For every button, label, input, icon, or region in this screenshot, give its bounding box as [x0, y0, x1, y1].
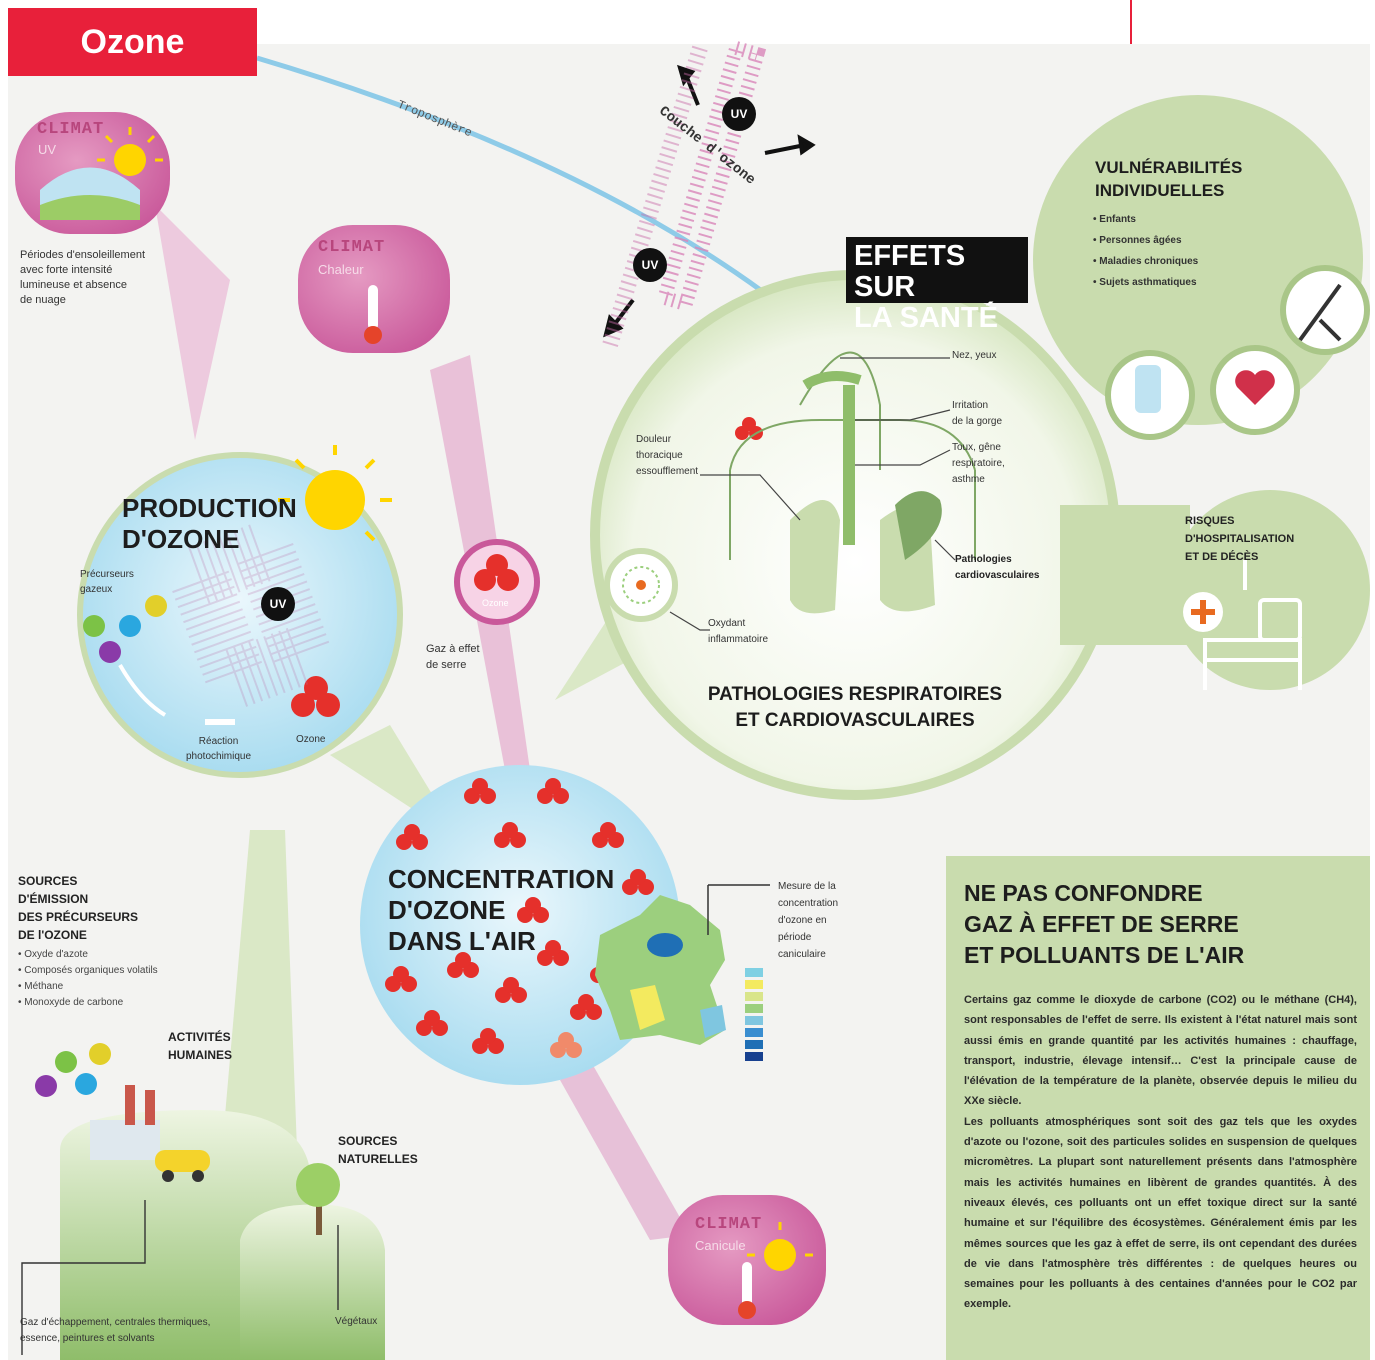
- heart-organ-icon: [895, 491, 942, 560]
- nose-label: Nez, yeux: [952, 350, 997, 361]
- thermometer-icon: [364, 285, 382, 344]
- uv-beam-top: [655, 39, 767, 313]
- human-leader-line: [21, 1200, 146, 1355]
- hospital-bed-icon: [1203, 560, 1302, 690]
- uv-badge: UV: [722, 97, 756, 131]
- uv-stipple-production: [159, 512, 341, 718]
- inhaler-icon: [1135, 365, 1161, 413]
- factory-icon: [90, 1085, 160, 1160]
- cone-canicule: [560, 1060, 690, 1240]
- page-title: Ozone: [8, 8, 257, 76]
- ozone-label: Ozone: [296, 734, 326, 745]
- thermometer-icon-canicule: [738, 1262, 756, 1319]
- reaction-arrow: [118, 664, 167, 717]
- uv-arrows: [603, 64, 816, 338]
- trachea-icon: [843, 385, 855, 545]
- hill-natural: [240, 1204, 385, 1360]
- climat-chaleur-sub: Chaleur: [318, 262, 364, 277]
- molecule-icon: [55, 1051, 77, 1073]
- climat-uv-sub: UV: [38, 142, 57, 157]
- climat-canicule-blob: [668, 1195, 826, 1325]
- uv-badge: UV: [633, 248, 667, 282]
- left-lung-icon: [790, 500, 840, 614]
- walker-icon: [1298, 283, 1342, 342]
- sources-list: Oxyde d'azoteComposés organiques volatil…: [18, 947, 157, 1011]
- climat-canicule-heading: CLIMAT: [695, 1215, 763, 1234]
- climat-canicule-sub: Canicule: [695, 1238, 746, 1253]
- map-high-zone: [647, 933, 683, 957]
- notebox-paragraph-2: Les polluants atmosphériques sont soit d…: [964, 1115, 1357, 1311]
- molecule-icon: [89, 1043, 111, 1065]
- ozone-molecule-badge-icon: [474, 554, 519, 591]
- molecule-icon: [119, 615, 141, 637]
- health-leader-lines: [669, 357, 956, 631]
- walker-icon-bg: [1280, 265, 1370, 355]
- notebox-text: Certains gaz comme le dioxyde de carbone…: [964, 990, 1357, 1315]
- sun-icon-production: [278, 445, 392, 542]
- molecule-icon: [145, 595, 167, 617]
- oxidant-icon: [622, 566, 660, 604]
- tree-icon: [296, 1163, 340, 1235]
- heart-icon: [1235, 370, 1275, 405]
- ozone-molecule-scatter: [385, 778, 654, 1058]
- vulnerabilities-list: EnfantsPersonnes âgéesMaladies chronique…: [1093, 209, 1198, 293]
- molecule-icon: [75, 1073, 97, 1095]
- hospital-cross-icon: [1191, 600, 1215, 624]
- molecule-icon: [99, 641, 121, 663]
- sun-icon-canicule: [747, 1222, 813, 1271]
- ozone-molecule-icon: [291, 676, 340, 717]
- risk-link: [1060, 505, 1190, 645]
- climat-chaleur-heading: CLIMAT: [318, 238, 386, 257]
- molecule-icon: [83, 615, 105, 637]
- sun-icon: [97, 127, 163, 176]
- oxidant-core-icon: [636, 580, 646, 590]
- grass-landscape-icon: [40, 195, 140, 220]
- natural-caption: Végétaux: [335, 1316, 378, 1327]
- notebox-paragraph-1: Certains gaz comme le dioxyde de carbone…: [964, 994, 1357, 1108]
- map-low-zone: [630, 985, 665, 1030]
- cone-uv: [155, 205, 230, 440]
- greenhouse-badge: [454, 539, 540, 625]
- map-color-scale: [745, 968, 763, 1061]
- greenhouse-badge-label: Ozone: [482, 598, 509, 608]
- molecule-icon: [35, 1075, 57, 1097]
- climat-uv-heading: CLIMAT: [37, 120, 105, 139]
- human-caption: Gaz d'échappement, centrales thermiques,…: [20, 1317, 211, 1344]
- uv-stipple-top: [602, 45, 708, 348]
- map-mid-zone: [700, 1005, 726, 1038]
- france-map-icon: [595, 895, 725, 1045]
- notebox-bg: [946, 856, 1370, 1360]
- troposphere-arc: [256, 55, 802, 322]
- nose-airway-icon: [802, 371, 862, 390]
- title-rule: [1130, 0, 1132, 44]
- uv-badge-production: UV: [261, 587, 295, 621]
- car-icon: [155, 1150, 210, 1182]
